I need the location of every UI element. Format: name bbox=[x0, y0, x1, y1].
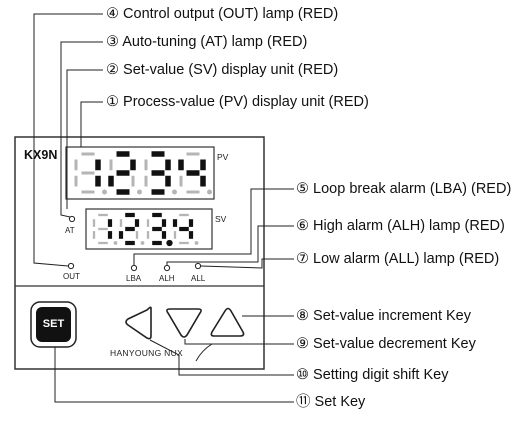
callout-text: Low alarm (ALL) lamp (RED) bbox=[313, 251, 500, 267]
shift-key[interactable] bbox=[125, 306, 152, 340]
lba-lamp bbox=[130, 264, 138, 272]
brand-swoosh-icon bbox=[195, 343, 213, 362]
leader-decrement bbox=[184, 339, 294, 345]
display-digit bbox=[108, 151, 142, 195]
callout-text: Set-value (SV) display unit (RED) bbox=[123, 62, 339, 78]
leader-sv bbox=[66, 69, 103, 209]
set-key-face[interactable] bbox=[36, 307, 71, 342]
all-lamp bbox=[194, 262, 202, 270]
callout-sv-display: ② Set-value (SV) display unit (RED) bbox=[106, 61, 338, 79]
callout-number: ⑩ bbox=[296, 367, 309, 383]
leader-at bbox=[60, 41, 103, 218]
callout-pv-display: ① Process-value (PV) display unit (RED) bbox=[106, 93, 369, 111]
leader-set bbox=[54, 347, 294, 403]
callout-number: ⑤ bbox=[296, 181, 309, 197]
callout-text: Set Key bbox=[314, 394, 366, 410]
callout-number: ⑨ bbox=[296, 336, 309, 352]
decimal-point bbox=[113, 241, 118, 245]
decimal-point bbox=[137, 189, 142, 195]
leader-lba bbox=[133, 188, 294, 265]
pv-digits bbox=[74, 151, 212, 195]
leader-shift bbox=[149, 339, 294, 376]
alh-lamp-label: ALH bbox=[159, 274, 175, 283]
at-lamp-label: AT bbox=[65, 226, 75, 235]
callout-number: ④ bbox=[106, 6, 119, 22]
alh-lamp bbox=[163, 264, 171, 272]
at-lamp bbox=[68, 215, 76, 223]
lba-lamp-label: LBA bbox=[126, 274, 142, 283]
display-digit bbox=[172, 213, 199, 245]
callout-shift-key: ⑩ Setting digit shift Key bbox=[296, 366, 448, 384]
display-digit bbox=[92, 213, 118, 245]
display-digit bbox=[74, 152, 107, 195]
callout-number: ⑧ bbox=[296, 308, 309, 324]
out-lamp-label: OUT bbox=[63, 272, 80, 281]
callout-text: Set-value increment Key bbox=[313, 308, 471, 324]
callout-number: ② bbox=[106, 62, 119, 78]
decrement-key[interactable] bbox=[166, 308, 202, 338]
callout-number: ⑪ bbox=[296, 394, 311, 410]
callout-lba: ⑤ Loop break alarm (LBA) (RED) bbox=[296, 180, 511, 198]
callout-at-lamp: ③ Auto-tuning (AT) lamp (RED) bbox=[106, 33, 307, 51]
callout-set-key: ⑪ Set Key bbox=[296, 393, 365, 411]
display-digit bbox=[178, 152, 212, 195]
leader-pv bbox=[80, 101, 103, 147]
callout-text: Process-value (PV) display unit (RED) bbox=[123, 94, 369, 110]
callout-text: Control output (OUT) lamp (RED) bbox=[123, 6, 339, 22]
leader-out bbox=[33, 13, 103, 267]
decimal-point bbox=[172, 189, 177, 195]
sv-tag: SV bbox=[215, 214, 227, 224]
model-label: KX9N bbox=[24, 148, 58, 162]
callout-number: ⑦ bbox=[296, 251, 309, 267]
decimal-point bbox=[140, 241, 145, 245]
display-digit bbox=[144, 151, 177, 195]
callout-number: ③ bbox=[106, 34, 119, 50]
pv-tag: PV bbox=[217, 152, 229, 162]
callout-text: Setting digit shift Key bbox=[313, 367, 449, 383]
callout-text: Auto-tuning (AT) lamp (RED) bbox=[122, 34, 308, 50]
callout-all: ⑦ Low alarm (ALL) lamp (RED) bbox=[296, 250, 499, 268]
callout-text: High alarm (ALH) lamp (RED) bbox=[313, 218, 505, 234]
callout-out-lamp: ④ Control output (OUT) lamp (RED) bbox=[106, 5, 338, 23]
brand-logo: HANYOUNG NUX bbox=[110, 348, 184, 358]
callout-decrement-key: ⑨ Set-value decrement Key bbox=[296, 335, 476, 353]
callout-text: Loop break alarm (LBA) (RED) bbox=[313, 181, 512, 197]
all-lamp-label: ALL bbox=[191, 274, 206, 283]
decimal-point bbox=[102, 189, 107, 195]
leader-alh bbox=[166, 225, 294, 265]
callout-alh: ⑥ High alarm (ALH) lamp (RED) bbox=[296, 217, 505, 235]
increment-key[interactable] bbox=[210, 307, 245, 337]
sv-digits bbox=[92, 212, 199, 247]
callout-text: Set-value decrement Key bbox=[313, 336, 476, 352]
decimal-point bbox=[207, 189, 212, 195]
set-key-label[interactable]: SET bbox=[42, 318, 65, 330]
callout-increment-key: ⑧ Set-value increment Key bbox=[296, 307, 471, 325]
decimal-point bbox=[194, 241, 199, 245]
callout-number: ① bbox=[106, 94, 119, 110]
display-digit bbox=[146, 212, 173, 247]
out-lamp bbox=[67, 262, 75, 270]
decimal-point bbox=[166, 239, 173, 247]
callout-number: ⑥ bbox=[296, 218, 309, 234]
leader-all bbox=[200, 258, 294, 269]
display-digit bbox=[118, 212, 145, 246]
